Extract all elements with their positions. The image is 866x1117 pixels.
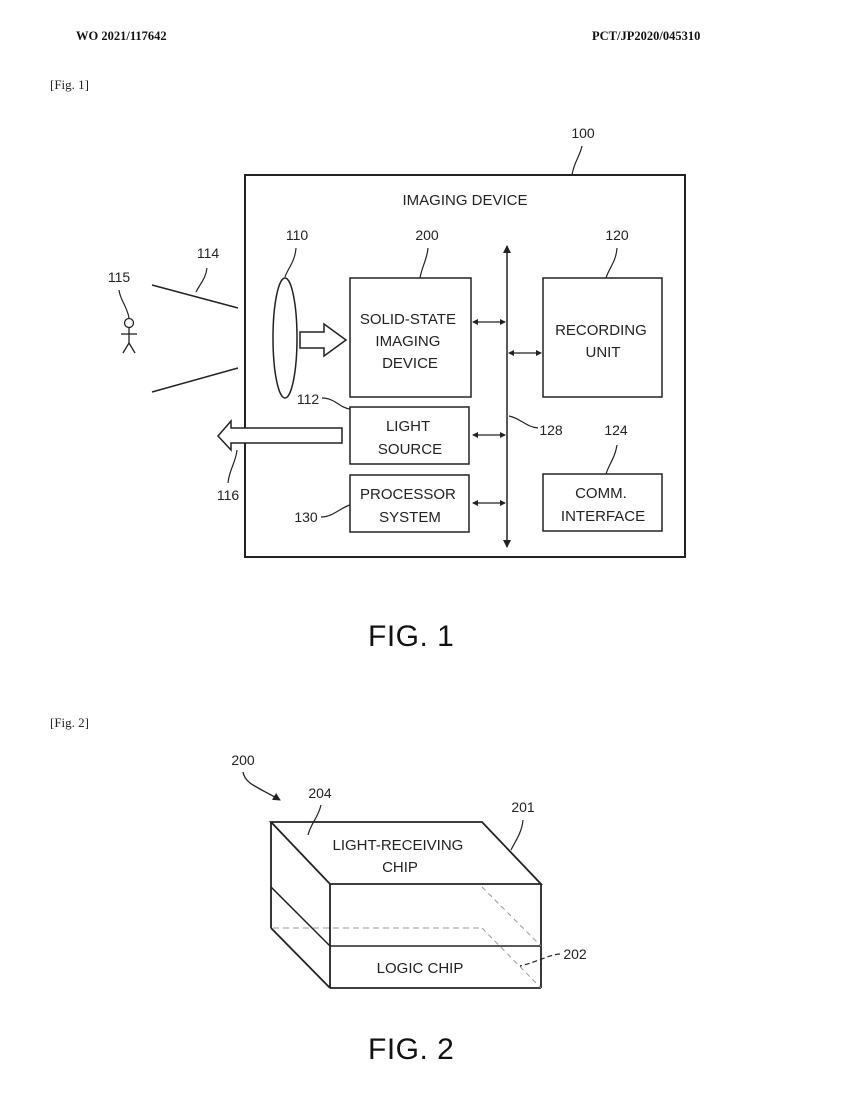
leader-124 xyxy=(605,444,618,475)
light-receiving-chip-label: LIGHT-RECEIVING CHIP xyxy=(332,837,467,876)
lens-icon xyxy=(272,277,298,399)
comm-interface-label: COMM. INTERFACE xyxy=(561,485,645,525)
hidden-edge-right-bottom xyxy=(481,927,542,989)
ref-200: 200 xyxy=(415,227,439,243)
light-source-label: LIGHT SOURCE xyxy=(378,418,442,458)
solid-state-label: SOLID-STATE IMAGING DEVICE xyxy=(360,311,460,372)
chip-bottom-left-edge xyxy=(270,927,331,989)
leader-200 xyxy=(419,247,429,279)
light-arrow-out-icon xyxy=(216,418,343,452)
leader-116 xyxy=(227,449,238,484)
ref-115: 115 xyxy=(108,269,131,285)
person-icon xyxy=(121,317,137,354)
ref-110: 110 xyxy=(286,227,309,243)
imaging-device-box xyxy=(244,174,686,558)
leader-114 xyxy=(195,267,208,293)
ref-fig2-200: 200 xyxy=(231,752,255,768)
leader-115 xyxy=(118,289,130,319)
recording-unit-label: RECORDING UNIT xyxy=(555,322,651,361)
leader-201 xyxy=(510,819,524,851)
arrow-200 xyxy=(242,771,281,801)
processor-system-label: PROCESSOR SYSTEM xyxy=(360,486,460,526)
leader-128 xyxy=(508,415,539,429)
processor-system-block xyxy=(349,474,470,533)
recording-unit-block xyxy=(542,277,663,398)
incident-light-line-lower xyxy=(151,367,239,393)
ref-112: 112 xyxy=(297,391,320,407)
layer-side-edge xyxy=(270,886,331,947)
ref-204: 204 xyxy=(308,785,332,801)
fig2-diagram: 200 204 201 LIGHT-RECEIVING CHIP xyxy=(231,752,587,989)
publication-number: WO 2021/117642 xyxy=(76,29,167,43)
ref-201: 201 xyxy=(511,799,535,815)
imaging-device-title: IMAGING DEVICE xyxy=(402,192,527,209)
leader-202 xyxy=(519,953,561,967)
ref-100: 100 xyxy=(571,125,595,141)
ref-130: 130 xyxy=(294,509,318,525)
comm-interface-block xyxy=(542,473,663,532)
light-arrow-in-icon xyxy=(299,322,348,358)
leader-100 xyxy=(571,145,583,176)
application-number: PCT/JP2020/045310 xyxy=(592,29,701,43)
fig2-caption: FIG. 2 xyxy=(368,1033,455,1066)
fig2-tag: [Fig. 2] xyxy=(50,715,89,730)
ref-202: 202 xyxy=(563,946,587,962)
fig1-tag: [Fig. 1] xyxy=(50,77,89,92)
leader-112 xyxy=(321,397,351,410)
leader-204 xyxy=(307,804,322,836)
leader-110 xyxy=(284,247,297,278)
fig1-diagram: IMAGING DEVICE 100 115 114 110 xyxy=(108,125,686,558)
incident-light-line-upper xyxy=(151,284,239,309)
ref-128: 128 xyxy=(539,422,563,438)
ref-124: 124 xyxy=(604,422,628,438)
leader-120 xyxy=(605,247,618,279)
hidden-edge-right-top xyxy=(481,886,542,947)
solid-state-imaging-block xyxy=(349,277,472,398)
ref-114: 114 xyxy=(197,245,220,261)
logic-chip-label: LOGIC CHIP xyxy=(377,960,464,977)
ref-120: 120 xyxy=(605,227,629,243)
ref-116: 116 xyxy=(217,487,240,503)
leader-130 xyxy=(320,504,351,518)
light-source-block xyxy=(349,406,470,465)
fig1-caption: FIG. 1 xyxy=(368,620,455,653)
